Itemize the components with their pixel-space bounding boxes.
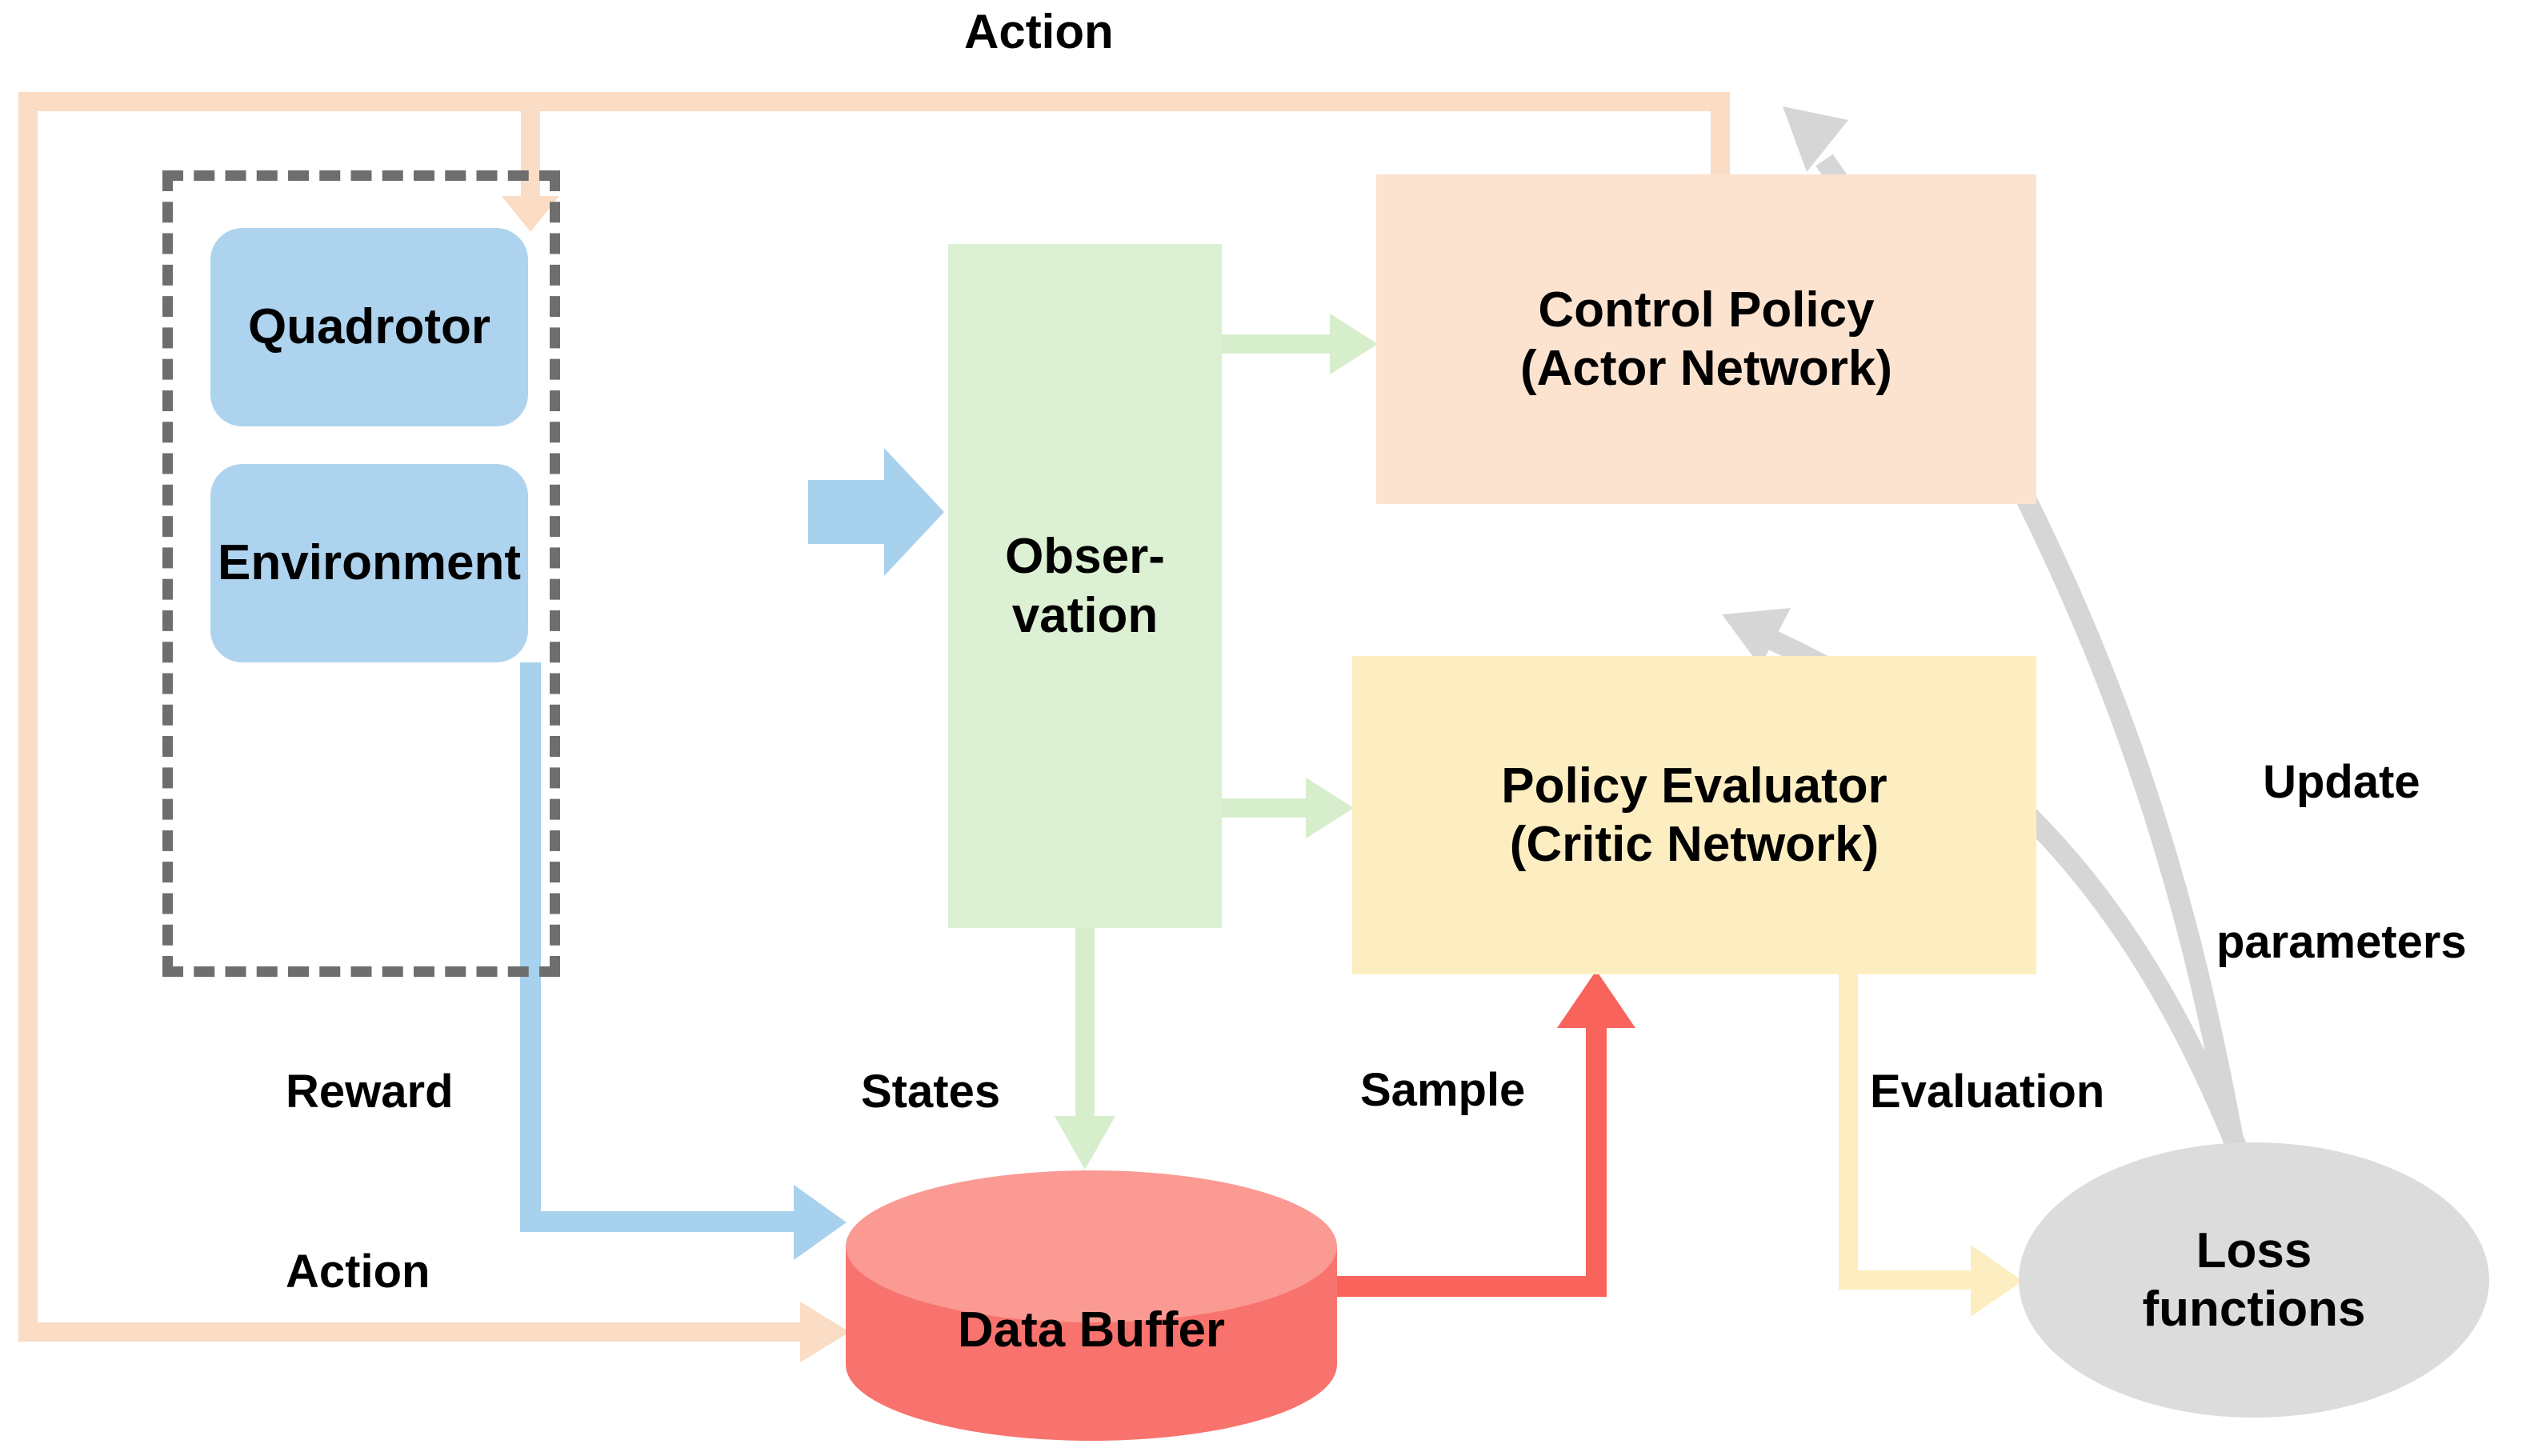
policy-evaluator-label-line2: (Critic Network) (1509, 817, 1879, 872)
edge-label-update-parameters: Update parameters (2216, 650, 2467, 1077)
env-to-observation-block-arrow (808, 448, 944, 576)
update-parameters-line1: Update (2263, 756, 2420, 809)
observation-to-control-policy-arrow (1222, 314, 1378, 374)
reward-blue-path (520, 662, 847, 1260)
update-parameters-line2: parameters (2216, 916, 2467, 969)
control-policy-label-line1: Control Policy (1538, 282, 1875, 338)
agent-environment-dashed-box (162, 170, 560, 977)
control-policy-label-line2: (Actor Network) (1519, 341, 1893, 396)
node-environment[interactable]: Environment (210, 464, 528, 662)
observation-label-line1: Obser- (1005, 529, 1165, 585)
node-data-buffer[interactable]: Data Buffer (957, 1302, 1226, 1358)
node-control-policy[interactable]: Control Policy (Actor Network) (1376, 174, 2036, 504)
node-observation[interactable]: Obser- vation (948, 244, 1222, 928)
edge-label-sample: Sample (1360, 1064, 1526, 1116)
states-green-arrow (1055, 928, 1115, 1170)
node-policy-evaluator[interactable]: Policy Evaluator (Critic Network) (1352, 656, 2036, 974)
policy-evaluator-label-line1: Policy Evaluator (1501, 758, 1887, 814)
observation-label-line2: vation (1011, 587, 1159, 643)
node-quadrotor[interactable]: Quadrotor (210, 228, 528, 426)
edge-label-action-top: Action (964, 5, 1114, 58)
data-buffer-cylinder-shape (846, 1170, 1337, 1441)
edge-label-states: States (861, 1066, 1001, 1118)
observation-to-policy-evaluator-arrow (1222, 778, 1354, 838)
edge-label-action-bottom: Action (286, 1246, 430, 1298)
edge-label-evaluation: Evaluation (1870, 1066, 2105, 1118)
action-feedback-peach-path (18, 92, 1730, 1362)
node-loss-functions[interactable]: Loss functions (2019, 1142, 2489, 1418)
sample-red-arrow (1328, 970, 1635, 1297)
loss-functions-label-line2: functions (2142, 1282, 2366, 1337)
loss-functions-label-line1: Loss (2196, 1222, 2312, 1278)
edge-label-reward: Reward (286, 1066, 454, 1118)
evaluation-yellow-arrow (1839, 974, 2023, 1317)
